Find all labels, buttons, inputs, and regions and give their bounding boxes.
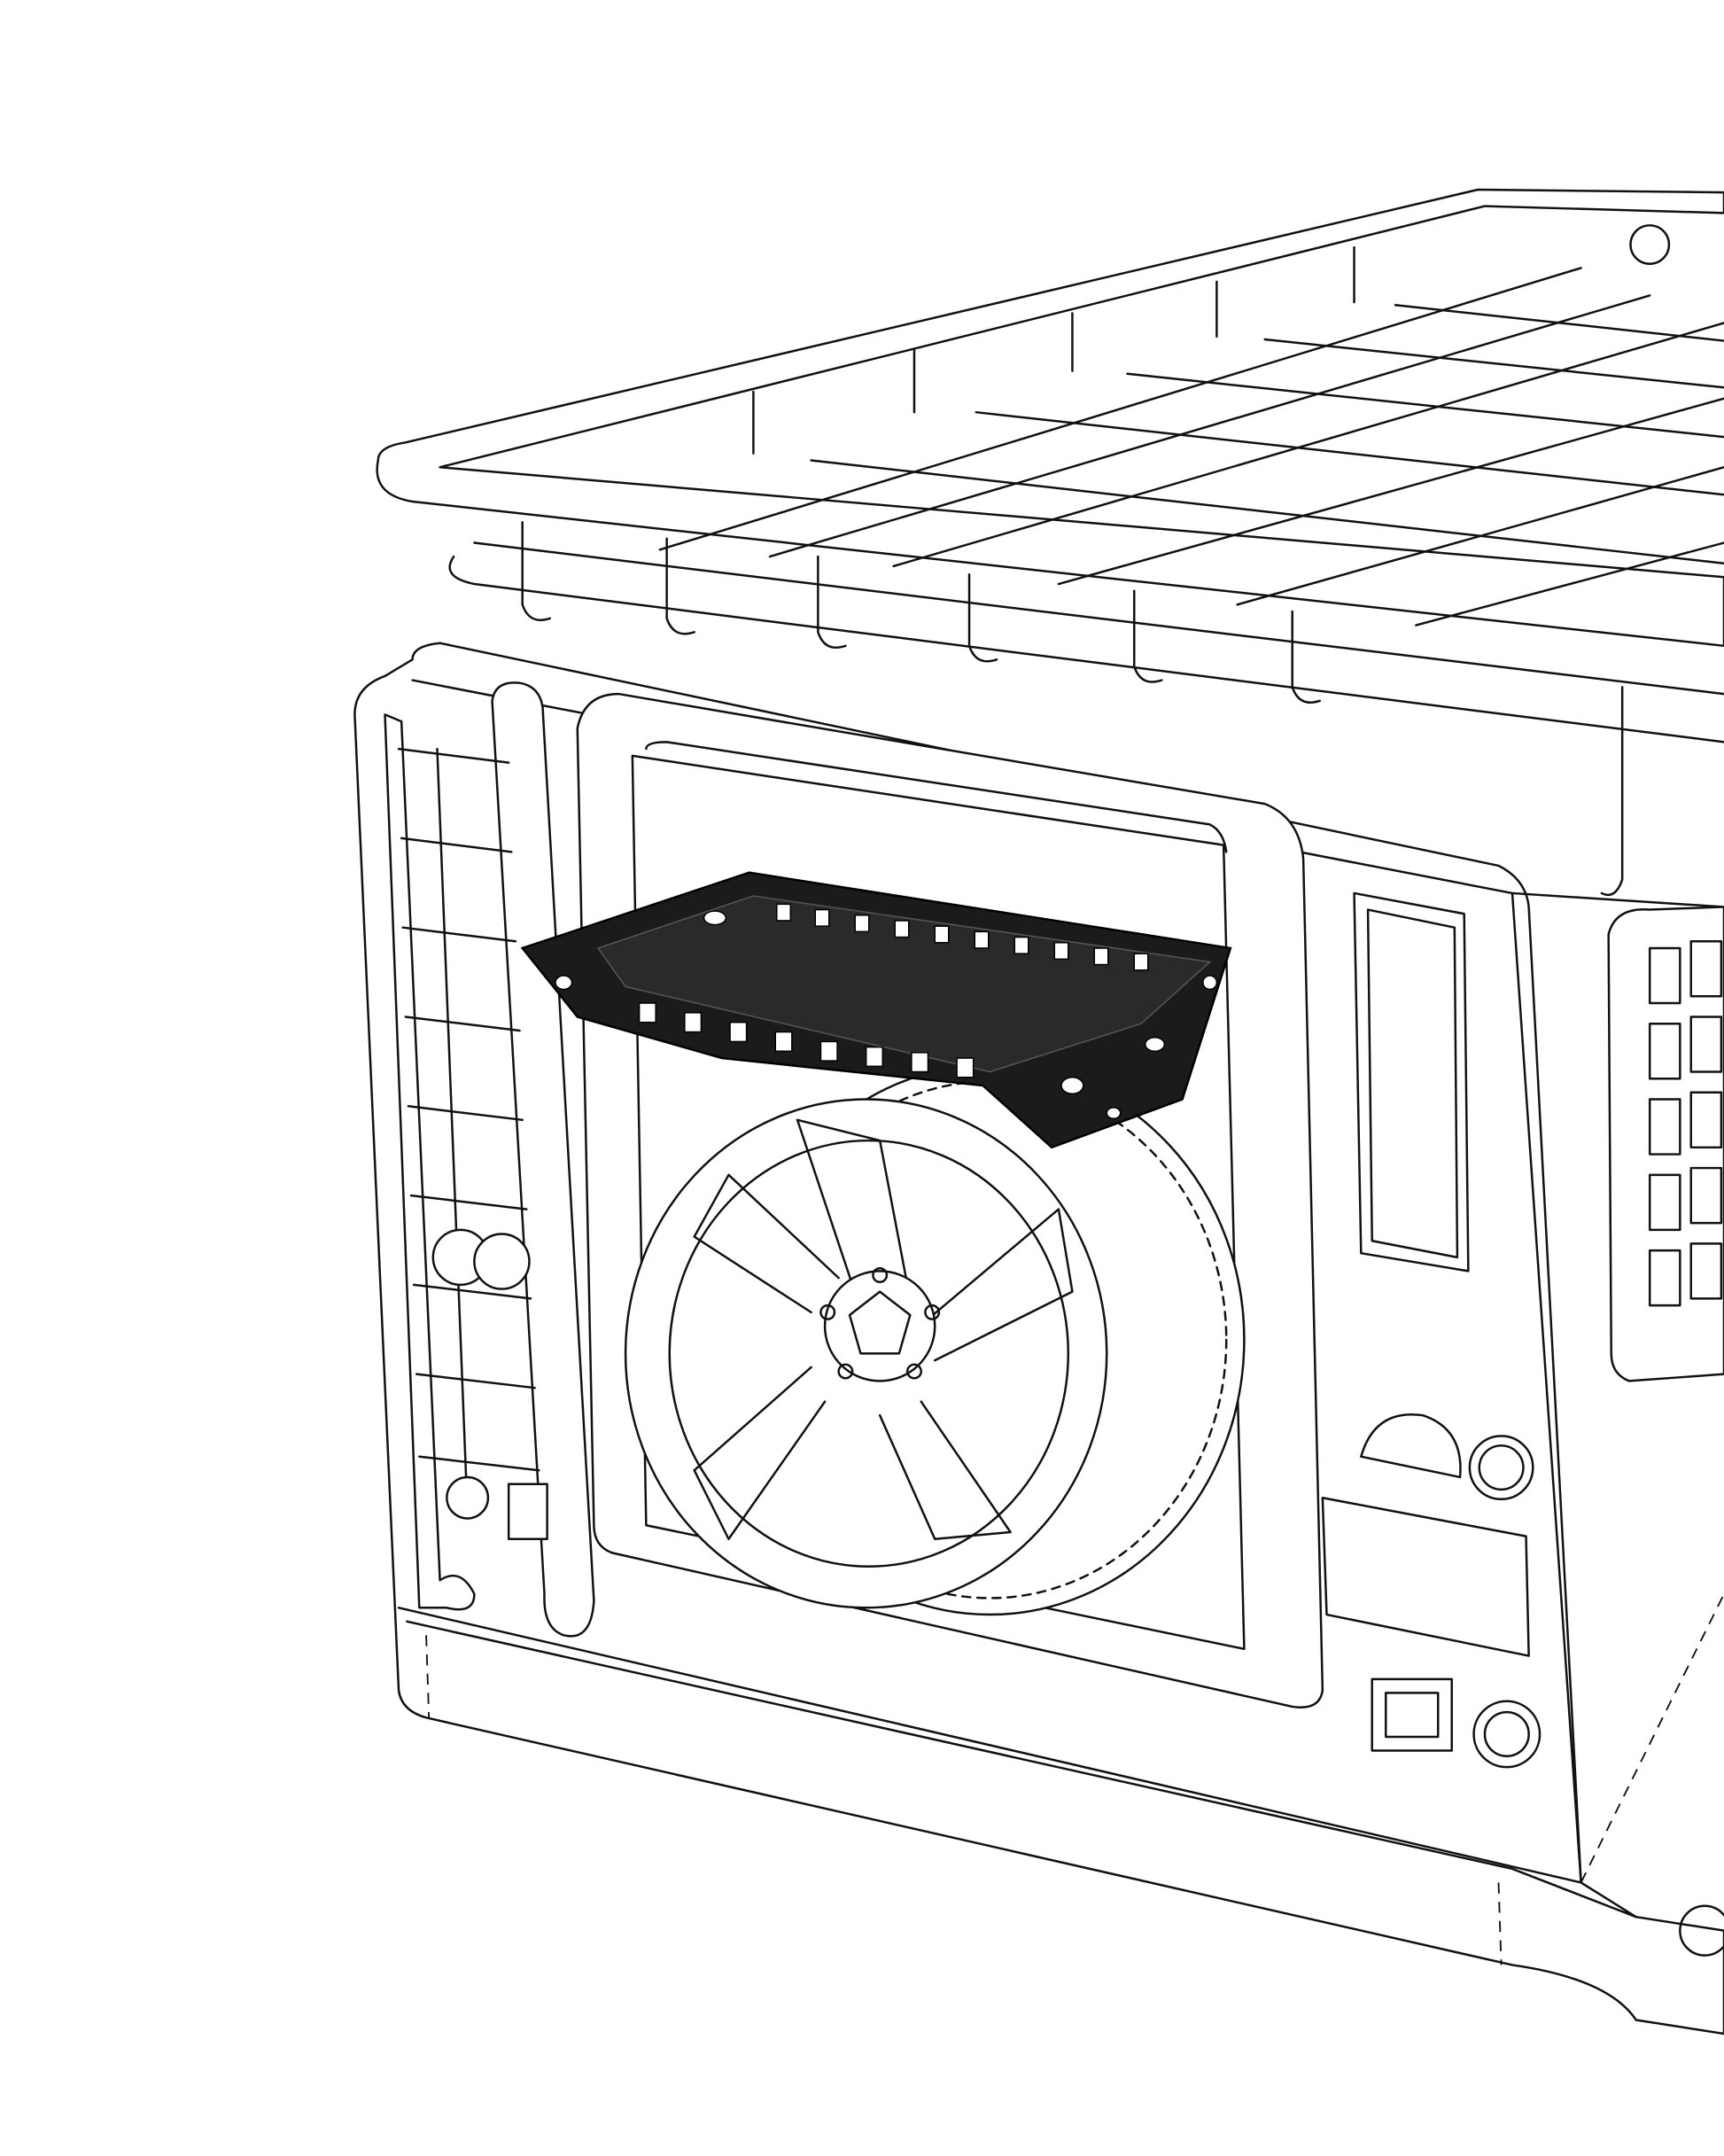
rear-ladder [384,681,595,1638]
rear-details [431,891,1724,1957]
roof-rack [376,188,1724,897]
tray-cutouts [555,903,1218,1120]
spare-tire [624,1063,1246,1616]
rack-mount-knob [1629,224,1671,265]
wheel-spokes [693,1118,1074,1540]
spare-tire-tray [520,871,1232,1149]
